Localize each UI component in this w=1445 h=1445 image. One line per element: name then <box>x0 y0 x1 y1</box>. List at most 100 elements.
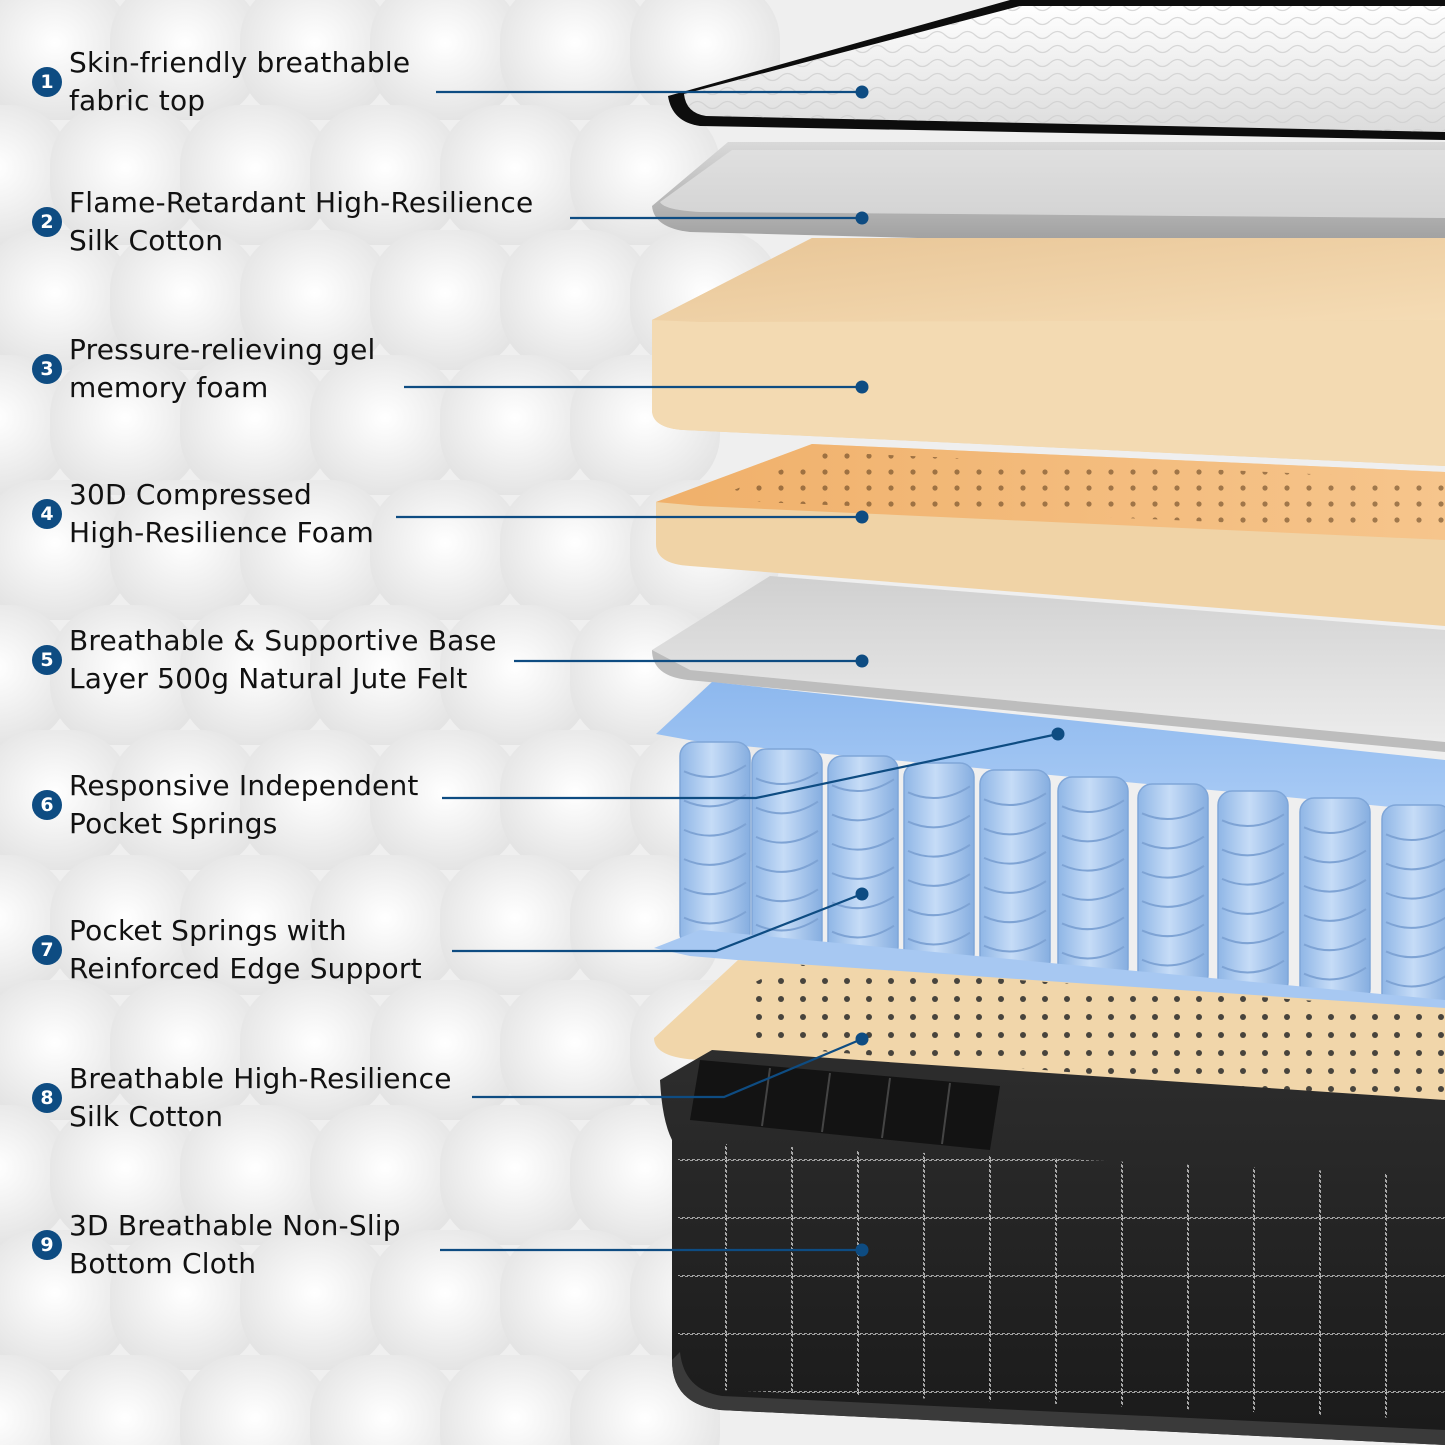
spring-wire <box>755 800 819 815</box>
spring-wire <box>1221 959 1285 974</box>
number-badge-6: 6 <box>32 790 62 820</box>
quilt-pillow <box>180 105 330 245</box>
spring-wire <box>1303 879 1367 893</box>
layer-label-text-7: Pocket Springs with Reinforced Edge Supp… <box>69 914 422 985</box>
spring-wire <box>1061 858 1125 872</box>
quilt-pillow <box>310 605 460 745</box>
spring-wire <box>831 866 895 880</box>
spring-wire <box>1385 887 1445 900</box>
number-badge-9: 9 <box>32 1230 62 1260</box>
number-badge-3: 3 <box>32 354 62 384</box>
quilt-pillow <box>0 0 130 120</box>
layer-label-1: 1 Skin-friendly breathable fabric top <box>32 44 410 120</box>
spring-wire <box>907 931 971 946</box>
spring-wire <box>1141 923 1205 938</box>
quilt-pillow <box>0 1105 70 1245</box>
layer-label-text-9: 3D Breathable Non-Slip Bottom Cloth <box>69 1209 401 1280</box>
quilt-pillow <box>50 355 200 495</box>
quilt-pillow <box>50 1105 200 1245</box>
spring-wire <box>907 873 971 887</box>
number-badge-5: 5 <box>32 645 62 675</box>
spring-wire <box>1221 930 1285 945</box>
quilt-pillow <box>0 1230 130 1370</box>
layer-label-text-4: 30D Compressed High-Resilience Foam <box>69 478 374 549</box>
spring-wire <box>1061 828 1125 843</box>
quilt-pillow <box>0 980 130 1120</box>
quilt-pillow <box>180 355 330 495</box>
spring-wire <box>1061 916 1125 931</box>
quilt-pillow <box>50 105 200 245</box>
layer-jute-felt <box>652 576 1445 752</box>
layer-label-2: 2 Flame-Retardant High-Resilience Silk C… <box>32 184 533 260</box>
quilt-pillow <box>240 0 390 120</box>
quilt-pillow <box>180 1355 330 1445</box>
quilt-pillow <box>240 480 390 620</box>
spring-wire <box>1385 975 1445 988</box>
spring-wire <box>683 852 747 866</box>
layer-label-9: 9 3D Breathable Non-Slip Bottom Cloth <box>32 1207 401 1283</box>
spring-wire <box>1061 945 1125 960</box>
layer-bottom-cloth <box>660 1050 1445 1445</box>
layer-label-text-3: Pressure-relieving gel memory foam <box>69 333 376 404</box>
spring-wire <box>1385 916 1445 929</box>
layer-label-6: 6 Responsive Independent Pocket Springs <box>32 767 419 843</box>
quilt-pillow <box>180 855 330 995</box>
quilt-pillow <box>50 855 200 995</box>
spring-wire <box>1221 842 1285 857</box>
layer-label-text-2: Flame-Retardant High-Resilience Silk Cot… <box>69 186 534 257</box>
layer-fabric-top <box>668 0 1445 140</box>
quilt-pillow <box>370 1230 520 1370</box>
layer-gel-memory-foam <box>652 238 1445 466</box>
quilt-pillow <box>0 355 70 495</box>
quilt-pillow <box>310 1105 460 1245</box>
spring-wire <box>983 938 1047 953</box>
quilt-pillow <box>240 730 390 870</box>
quilt-pillow <box>110 480 260 620</box>
quilt-pillow <box>110 730 260 870</box>
quilt-pillow <box>500 1230 650 1370</box>
spring-wire <box>1303 966 1367 981</box>
quilt-pillow <box>500 230 650 370</box>
quilt-pillow <box>50 1355 200 1445</box>
spring-wire <box>983 880 1047 894</box>
spring-wire <box>1221 813 1285 828</box>
layer-label-4: 4 30D Compressed High-Resilience Foam <box>32 476 374 552</box>
quilt-pillow <box>0 230 130 370</box>
spring-wire <box>907 814 971 829</box>
layer-label-8: 8 Breathable High-Resilience Silk Cotton <box>32 1060 452 1136</box>
quilt-pillow <box>180 605 330 745</box>
spring-wire <box>755 830 819 844</box>
layer-label-7: 7 Pocket Springs with Reinforced Edge Su… <box>32 912 422 988</box>
layer-label-text-8: Breathable High-Resilience Silk Cotton <box>69 1062 452 1133</box>
quilt-pillow <box>180 1105 330 1245</box>
spring-wire <box>983 821 1047 836</box>
spring-wire <box>1303 908 1367 922</box>
quilt-pillow <box>240 980 390 1120</box>
spring-wire <box>907 902 971 917</box>
spring-wire <box>1141 952 1205 967</box>
quilt-pillow <box>110 0 260 120</box>
quilt-pillow <box>440 605 590 745</box>
quilt-pillow <box>110 980 260 1120</box>
quilt-pillow <box>500 480 650 620</box>
spring-wire <box>1385 828 1445 842</box>
layer-breathable-silk-cotton <box>654 960 1445 1120</box>
spring-wire <box>831 837 895 851</box>
number-badge-1: 1 <box>32 67 62 97</box>
quilt-pillow <box>110 230 260 370</box>
spring-wire <box>683 823 747 837</box>
spring-wire <box>1303 937 1367 952</box>
number-badge-4: 4 <box>32 499 62 529</box>
spring-wire <box>831 807 895 822</box>
spring-wire <box>1141 806 1205 821</box>
spring-wire <box>1303 820 1367 835</box>
quilt-pillow <box>240 1230 390 1370</box>
spring-wire <box>1141 865 1205 879</box>
quilt-pillow <box>440 1355 590 1445</box>
quilt-pillow <box>440 1105 590 1245</box>
spring-wire <box>1221 872 1285 886</box>
number-badge-7: 7 <box>32 935 62 965</box>
spring-wire <box>907 844 971 858</box>
spring-wire <box>1221 901 1285 915</box>
